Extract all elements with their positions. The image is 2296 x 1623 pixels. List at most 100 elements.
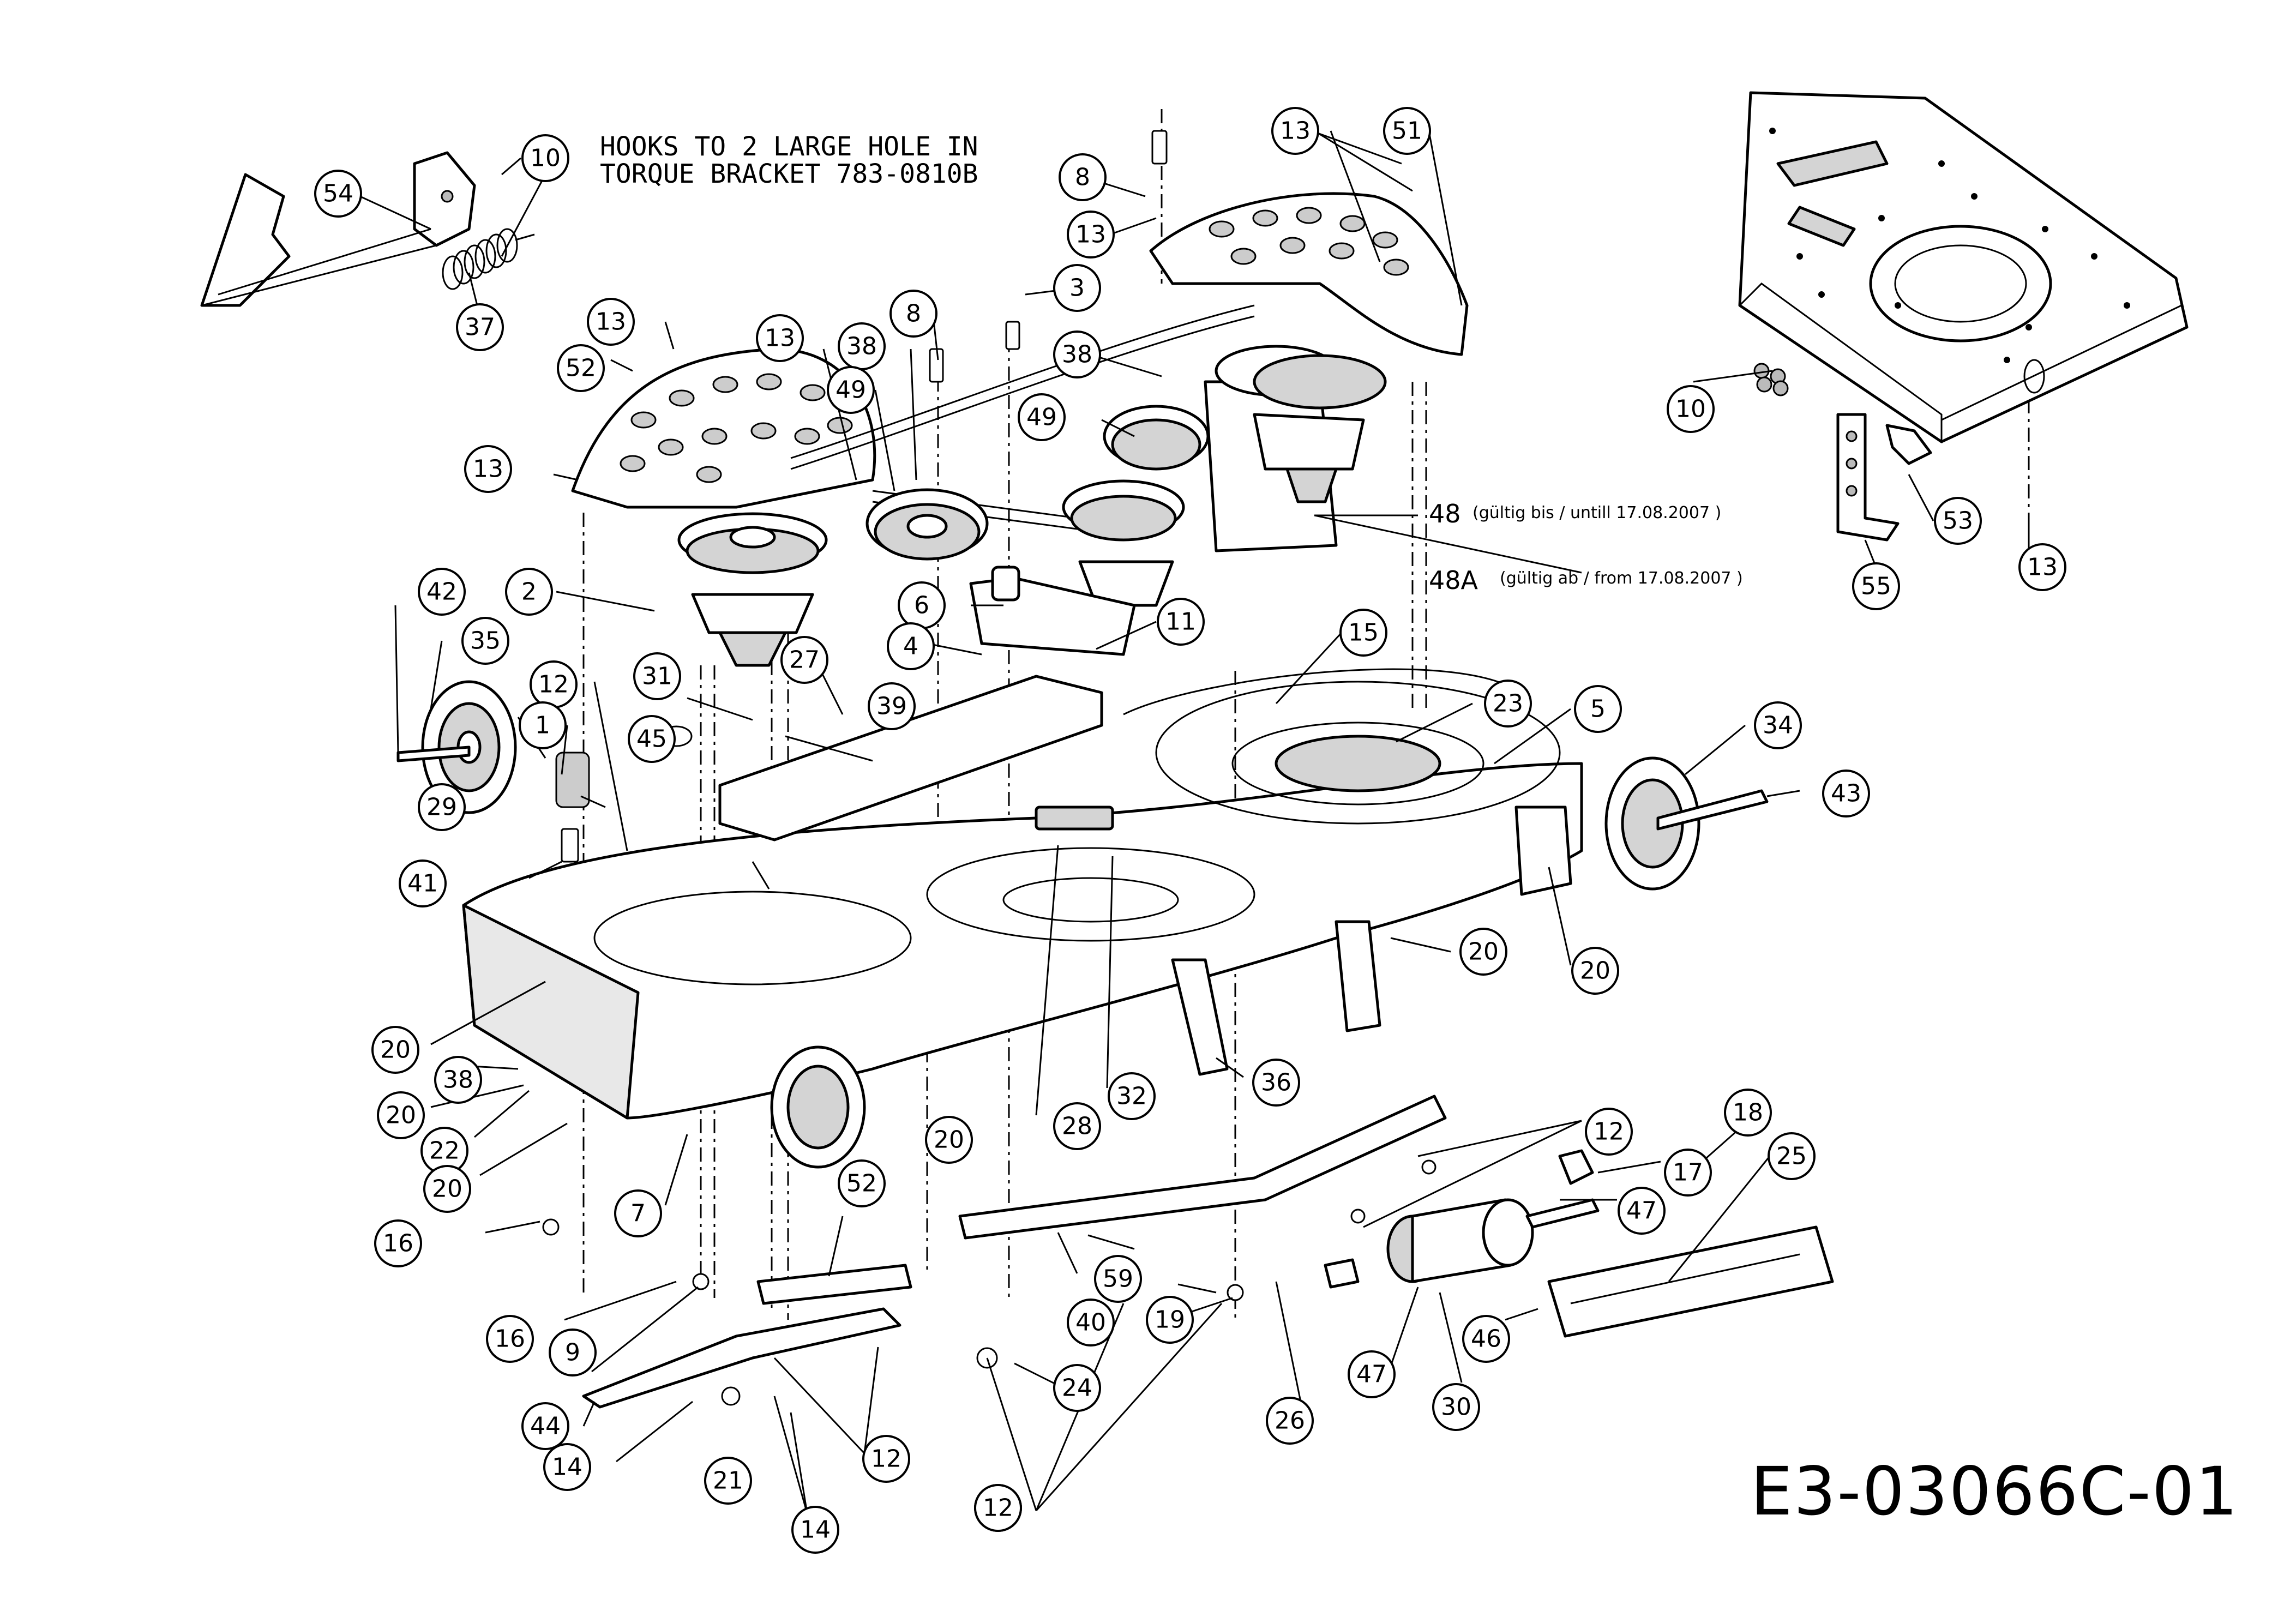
callout-8: 8 [1059,153,1107,201]
svg-text:45: 45 [636,725,667,753]
svg-text:21: 21 [713,1467,743,1495]
callout-52: 52 [557,344,605,392]
callout-14: 14 [543,1443,591,1491]
callout-21: 21 [704,1457,752,1505]
callout-53: 52 [838,1159,886,1207]
svg-text:23: 23 [1493,690,1523,718]
callout-11: 11 [1157,598,1205,646]
callout-20b: 20 [1571,947,1619,995]
svg-text:47: 47 [1356,1361,1387,1388]
callout-16b: 16 [486,1315,534,1363]
svg-text:38: 38 [443,1066,473,1094]
variant-48-number: 48 [1429,499,1461,528]
svg-text:12: 12 [871,1445,901,1473]
svg-text:29: 29 [426,794,457,821]
callout-35: 35 [461,617,509,665]
svg-text:27: 27 [789,646,820,674]
svg-text:35: 35 [470,627,501,655]
svg-text:26: 26 [1275,1407,1305,1435]
svg-text:11: 11 [1165,608,1196,636]
blades [582,1095,1447,1409]
callout-49b: 49 [1018,393,1066,441]
svg-text:13: 13 [473,455,503,483]
svg-text:31: 31 [642,663,672,690]
svg-text:39: 39 [876,693,907,720]
callout-56: 55 [1852,562,1900,610]
note-line-2: TORQUE BRACKET 783-0810B [600,159,978,189]
svg-text:51: 51 [1392,117,1422,145]
svg-text:12: 12 [1594,1118,1624,1146]
callout-12e: 12 [974,1484,1022,1532]
callout-5: 5 [1574,685,1622,733]
callout-59: 59 [1094,1255,1142,1303]
callout-23: 23 [1484,680,1532,728]
callout-13e: 13 [1271,107,1319,155]
callout-47: 47 [1618,1187,1666,1235]
svg-text:20: 20 [380,1036,411,1064]
svg-text:10: 10 [1675,395,1706,423]
callouts: 10 54 37 8 13 3 8 38 49 13 13 52 13 38 4… [314,107,2066,1554]
svg-text:59: 59 [1103,1265,1133,1293]
svg-text:52: 52 [846,1170,877,1198]
svg-text:13: 13 [596,308,626,336]
svg-text:30: 30 [1441,1393,1471,1421]
callout-49: 49 [827,366,875,414]
svg-text:28: 28 [1062,1113,1092,1140]
svg-text:53: 53 [1943,507,1973,535]
callout-13f: 13 [2018,543,2066,591]
callout-27: 27 [780,636,828,684]
callout-39: 39 [868,682,916,730]
callout-17: 17 [1664,1149,1712,1197]
svg-text:10: 10 [530,145,561,172]
callout-54: 53 [1934,497,1982,545]
svg-text:12: 12 [983,1494,1013,1522]
idler-spring-assembly [200,151,535,307]
svg-text:12: 12 [538,671,569,699]
svg-text:49: 49 [836,376,866,404]
callout-16: 16 [374,1219,422,1267]
callout-26: 26 [1266,1397,1314,1445]
callout-10: 10 [521,134,569,182]
svg-text:20: 20 [386,1102,416,1129]
callout-10b: 10 [1667,385,1715,433]
diagram-code: E3-03066C-01 [1750,1453,2239,1530]
callout-4: 4 [887,622,935,670]
svg-text:2: 2 [521,578,537,606]
svg-text:20: 20 [432,1175,462,1203]
callout-28: 28 [1053,1102,1101,1150]
callout-38b: 38 [1053,330,1101,378]
svg-text:25: 25 [1776,1143,1807,1170]
svg-text:19: 19 [1155,1306,1185,1334]
svg-text:52: 52 [566,354,596,382]
svg-text:17: 17 [1673,1159,1703,1187]
callout-24: 24 [1053,1364,1101,1412]
svg-text:36: 36 [1261,1069,1291,1097]
spindles-pulleys [677,345,1387,667]
svg-text:32: 32 [1116,1083,1147,1110]
callout-34: 34 [1754,701,1802,749]
svg-text:16: 16 [495,1325,525,1353]
svg-text:20: 20 [1468,938,1499,966]
callout-12d: 12 [1585,1108,1633,1156]
callout-9: 9 [549,1329,597,1376]
svg-text:13: 13 [2027,554,2058,581]
svg-text:8: 8 [1075,164,1090,191]
svg-text:16: 16 [383,1230,413,1258]
svg-text:15: 15 [1348,619,1379,647]
svg-text:13: 13 [765,324,795,352]
svg-text:38: 38 [846,333,877,360]
svg-text:5: 5 [1590,695,1606,723]
svg-text:43: 43 [1831,780,1861,808]
callout-8b: 8 [889,290,937,338]
svg-text:6: 6 [914,592,929,620]
callout-33: 37 [456,303,504,351]
svg-text:1: 1 [535,712,550,740]
variant-48a-text: (gültig ab / from 17.08.2007 ) [1500,569,1743,588]
callout-13c: 13 [587,298,635,346]
callout-20e: 20 [377,1091,425,1139]
svg-text:41: 41 [407,870,438,898]
svg-text:55: 55 [1861,573,1891,600]
callout-47b: 47 [1348,1350,1396,1398]
callout-14b: 14 [791,1506,839,1554]
